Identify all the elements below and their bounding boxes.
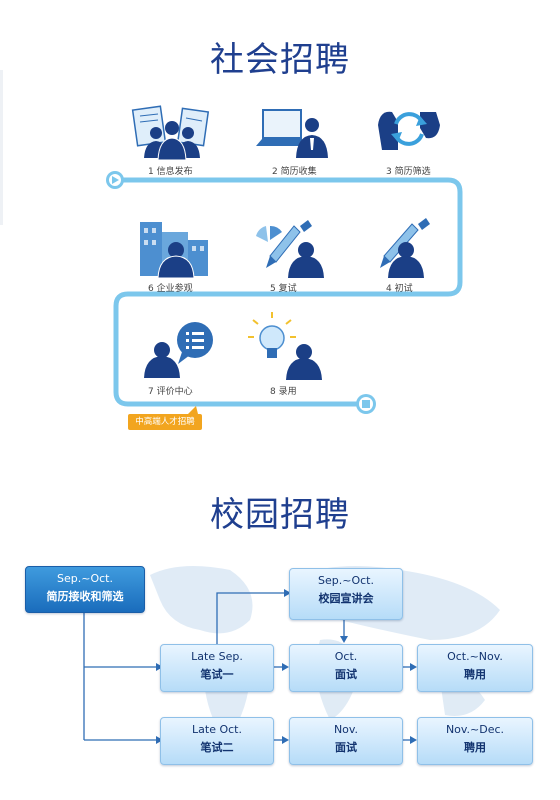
box-label: 笔试二: [200, 741, 234, 754]
resume-screen-icon: [378, 111, 440, 150]
hire-lightbulb-icon: [248, 312, 322, 380]
badge-pointer: [188, 406, 198, 414]
step-label-3: 3 简历筛选: [386, 167, 431, 177]
campus-talk-box: Sep.~Oct. 校园宣讲会: [289, 568, 403, 620]
written-test-1-box: Late Sep. 笔试一: [160, 644, 274, 692]
campus-recruitment-title: 校园招聘: [210, 495, 350, 535]
arrow-head: [340, 636, 348, 643]
box-date: Late Oct.: [192, 723, 242, 736]
arrow-head: [156, 663, 163, 671]
connector-line: [216, 592, 284, 649]
box-label: 校园宣讲会: [318, 592, 374, 605]
interview-nov-box: Nov. 面试: [289, 717, 403, 765]
arrow-head: [282, 663, 289, 671]
box-label: 面试: [335, 741, 357, 754]
second-interview-icon: [256, 220, 324, 278]
end-stop-icon: [356, 394, 376, 414]
start-play-icon: [106, 171, 124, 189]
box-date: Late Sep.: [191, 650, 243, 663]
arrow-head: [410, 663, 417, 671]
box-label: 聘用: [464, 668, 486, 681]
arrow-head: [282, 736, 289, 744]
box-date: Oct.~Nov.: [447, 650, 503, 663]
box-label: 简历接收和筛选: [46, 590, 124, 603]
senior-talent-badge: 中高端人才招聘: [128, 414, 202, 430]
step-label-6: 6 企业参观: [148, 284, 193, 294]
left-edge-mark: [0, 70, 3, 225]
step-label-2: 2 简历收集: [272, 167, 317, 177]
arrow-head: [156, 736, 163, 744]
step-label-1: 1 信息发布: [148, 167, 193, 177]
box-label: 聘用: [464, 741, 486, 754]
step-label-8: 8 录用: [270, 387, 297, 397]
box-label: 笔试一: [200, 668, 234, 681]
box-label: 面试: [335, 668, 357, 681]
resume-screening-box: Sep.~Oct. 简历接收和筛选: [25, 566, 145, 613]
box-date: Oct.: [334, 650, 358, 663]
written-test-2-box: Late Oct. 笔试二: [160, 717, 274, 765]
resume-collect-icon: [256, 109, 328, 158]
step-label-4: 4 初试: [386, 284, 413, 294]
first-interview-icon: [380, 218, 430, 278]
assessment-center-icon: [144, 322, 213, 378]
hire-oct-nov-box: Oct.~Nov. 聘用: [417, 644, 533, 692]
arrow-head: [410, 736, 417, 744]
step-label-7: 7 评价中心: [148, 387, 193, 397]
interview-oct-box: Oct. 面试: [289, 644, 403, 692]
info-publish-icon: [131, 105, 210, 161]
company-visit-icon: [140, 222, 208, 279]
box-date: Sep.~Oct.: [57, 572, 113, 585]
arrow-head: [284, 589, 291, 597]
box-date: Nov.: [333, 723, 359, 736]
box-date: Nov.~Dec.: [445, 723, 505, 736]
box-date: Sep.~Oct.: [318, 574, 374, 587]
social-recruitment-title: 社会招聘: [210, 40, 350, 80]
flow-path: [112, 177, 463, 407]
step-label-5: 5 复试: [270, 284, 297, 294]
hire-nov-dec-box: Nov.~Dec. 聘用: [417, 717, 533, 765]
